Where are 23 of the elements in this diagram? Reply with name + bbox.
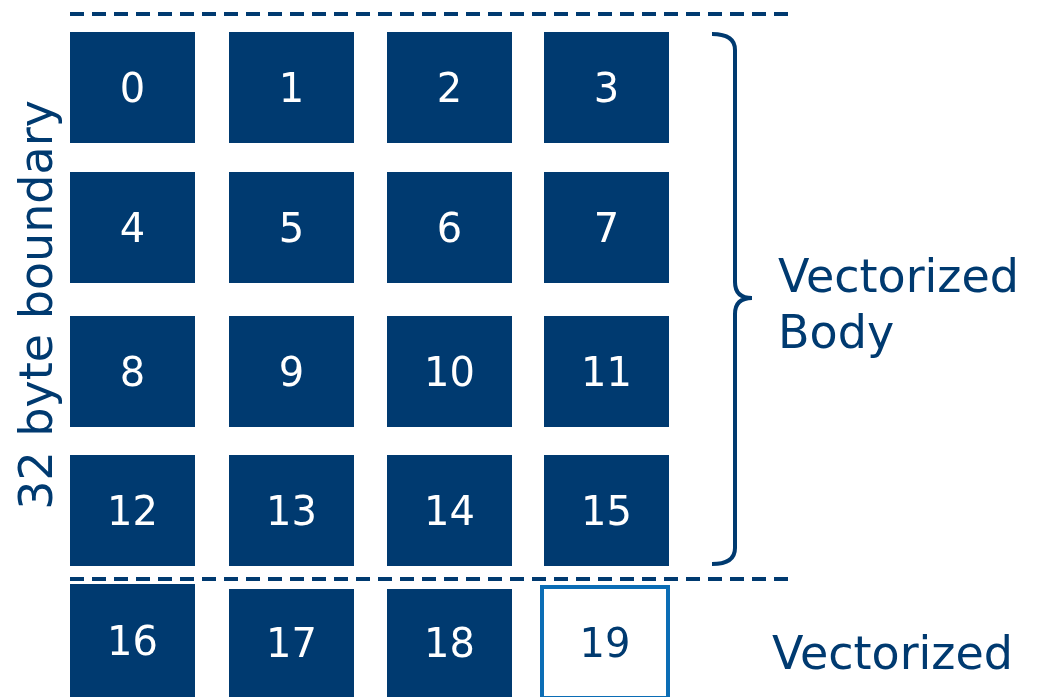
data-element-box: 3: [544, 32, 669, 143]
boundary-label: 32 byte boundary: [8, 100, 64, 510]
data-element-box: 15: [544, 455, 669, 566]
data-element-box: 18: [387, 589, 512, 697]
section-label: Vectorized Body: [778, 248, 1020, 360]
data-element-box: 8: [70, 316, 195, 427]
data-element-box: 16: [70, 584, 195, 697]
data-element-box: 13: [229, 455, 354, 566]
data-element-box: 1: [229, 32, 354, 143]
data-element-box: 12: [70, 455, 195, 566]
data-element-box: 17: [229, 589, 354, 697]
data-element-box: 14: [387, 455, 512, 566]
data-element-box: 11: [544, 316, 669, 427]
data-element-box: 19: [540, 585, 670, 697]
data-element-box: 2: [387, 32, 512, 143]
data-element-box: 4: [70, 172, 195, 283]
data-element-box: 7: [544, 172, 669, 283]
data-element-box: 5: [229, 172, 354, 283]
section-label: Vectorized: [772, 625, 1014, 681]
data-element-box: 0: [70, 32, 195, 143]
data-element-box: 10: [387, 316, 512, 427]
data-element-box: 6: [387, 172, 512, 283]
data-element-box: 9: [229, 316, 354, 427]
